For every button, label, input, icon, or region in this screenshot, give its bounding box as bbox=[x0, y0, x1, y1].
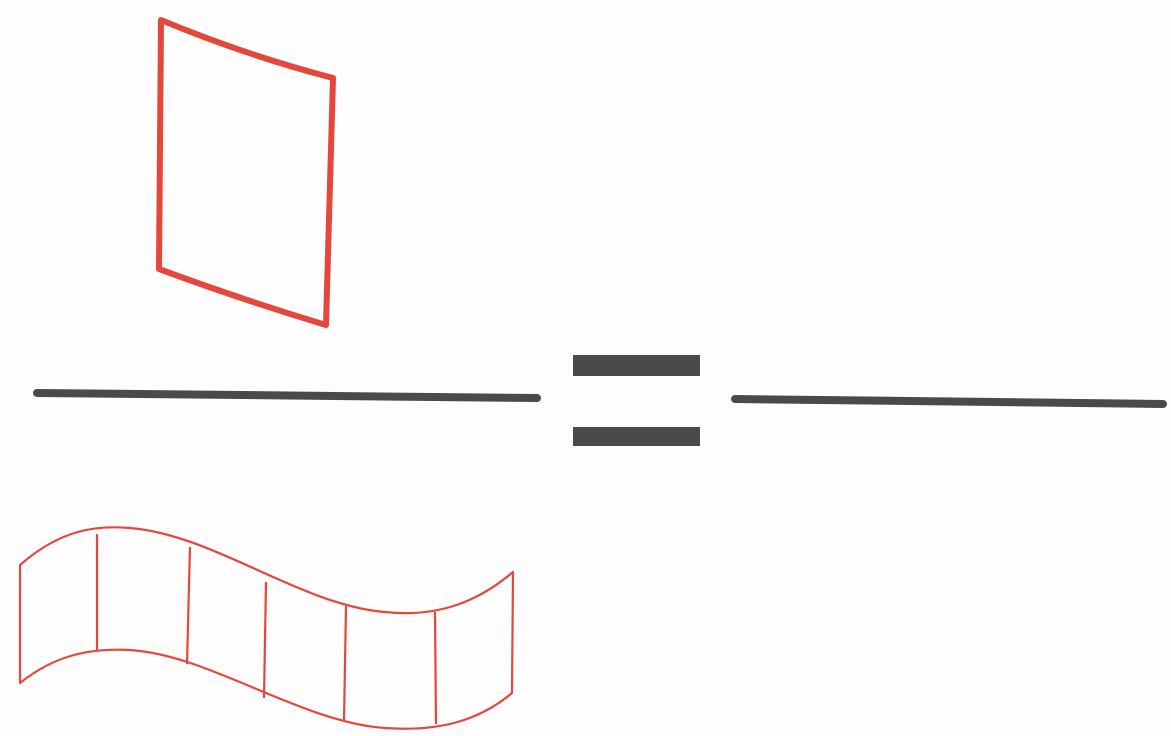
equals-sign-bottom-bar bbox=[573, 427, 700, 446]
curved-panel-shape bbox=[156, 17, 336, 328]
equals-sign bbox=[573, 355, 700, 446]
fraction-bar-left bbox=[33, 389, 541, 402]
wavy-strip-divider bbox=[433, 611, 438, 725]
wavy-strip-divider bbox=[342, 605, 348, 722]
wavy-strip-outline bbox=[18, 526, 515, 730]
equals-sign-top-bar bbox=[573, 355, 700, 376]
wavy-strip-divider bbox=[262, 581, 268, 699]
wavy-strip-divider bbox=[185, 546, 192, 665]
wavy-strip-shape bbox=[18, 526, 515, 730]
fraction-bar-right bbox=[731, 395, 1167, 408]
curved-panel-outline bbox=[156, 17, 336, 328]
